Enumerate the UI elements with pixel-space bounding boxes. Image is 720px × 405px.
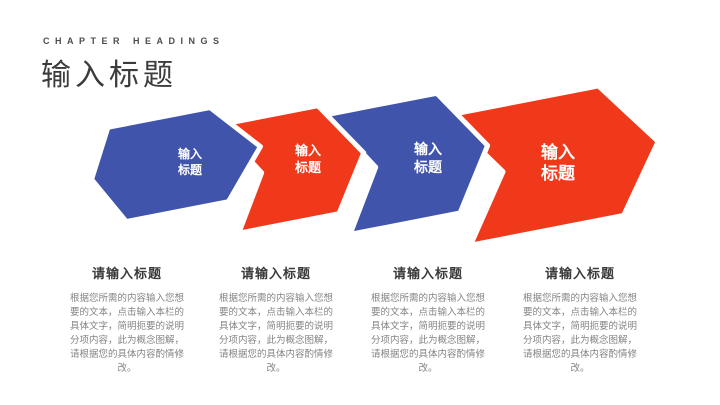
arrow-3-label-line-2: 标题 (413, 159, 443, 175)
column-3-heading: 请输入标题 (392, 266, 463, 281)
chapter-eyebrow: CHAPTER HEADINGS (43, 36, 225, 46)
arrow-4-label-line-1: 输入 (541, 142, 575, 162)
arrow-2-label-line-2: 标题 (294, 160, 322, 175)
arrow-shape-2 (215, 103, 367, 236)
arrow-3-label-line-1: 输入 (414, 141, 442, 157)
column-2-heading: 请输入标题 (240, 266, 311, 281)
arrow-shape-3 (324, 90, 491, 237)
text-column-3: 请输入标题 根据您所需的内容输入您想要的文本，点击输入本栏的具体文字，简明扼要的… (369, 263, 487, 376)
arrow-2-label-line-1: 输入 (295, 143, 321, 158)
text-column-4: 请输入标题 根据您所需的内容输入您想要的文本，点击输入本栏的具体文字，简明扼要的… (521, 263, 639, 376)
slide-title: 输入标题 (41, 59, 177, 92)
column-1-heading: 请输入标题 (91, 266, 162, 281)
column-1-body: 根据您所需的内容输入您想要的文本，点击输入本栏的具体文字，简明扼要的说明分项内容… (70, 293, 185, 374)
column-4-heading: 请输入标题 (544, 266, 615, 281)
text-column-1: 请输入标题 根据您所需的内容输入您想要的文本，点击输入本栏的具体文字，简明扼要的… (68, 263, 186, 376)
arrow-1-label-line-1: 输入 (178, 146, 202, 161)
column-3-body: 根据您所需的内容输入您想要的文本，点击输入本栏的具体文字，简明扼要的说明分项内容… (371, 293, 486, 374)
arrow-shape-4 (442, 83, 661, 248)
arrow-4-label-line-2: 标题 (541, 163, 576, 183)
text-column-2: 请输入标题 根据您所需的内容输入您想要的文本，点击输入本栏的具体文字，简明扼要的… (217, 263, 335, 376)
arrow-1-label-line-2: 标题 (177, 162, 203, 177)
column-2-body: 根据您所需的内容输入您想要的文本，点击输入本栏的具体文字，简明扼要的说明分项内容… (219, 293, 334, 374)
column-4-body: 根据您所需的内容输入您想要的文本，点击输入本栏的具体文字，简明扼要的说明分项内容… (523, 293, 638, 374)
arrow-shape-1 (89, 104, 263, 225)
